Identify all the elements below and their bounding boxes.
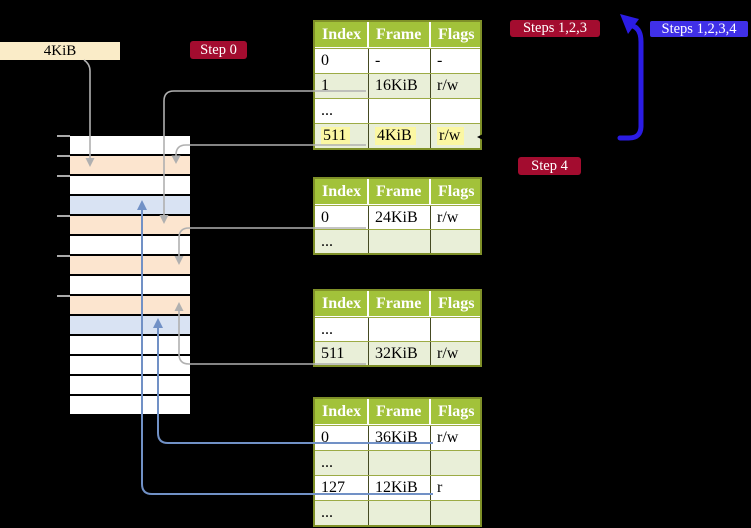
table-cell: r/w	[437, 345, 459, 362]
table-row: ...	[315, 500, 480, 525]
memory-row-free	[70, 336, 190, 356]
recursive-loop-arrow	[617, 23, 644, 141]
recursive-loop-arrowhead	[620, 14, 639, 34]
memory-row-table	[70, 296, 190, 316]
frame-size-label: 4KiB	[0, 42, 120, 60]
step4-badge: Step 4	[518, 157, 581, 175]
table-cell	[431, 451, 480, 475]
memory-row-free	[70, 356, 190, 376]
memory-tick	[57, 215, 70, 217]
table-cell: 511	[315, 342, 369, 365]
table-row: 0--	[315, 48, 480, 73]
table-cell	[369, 501, 431, 525]
table-cell: 24KiB	[369, 206, 431, 229]
table-cell: r/w	[431, 124, 480, 148]
table-cell: -	[369, 49, 431, 73]
table-cell: 0	[315, 426, 369, 450]
table-cell: 12KiB	[369, 476, 431, 500]
steps123-badge: Steps 1,2,3	[510, 20, 600, 37]
table-cell	[369, 230, 431, 253]
step0-badge: Step 0	[190, 41, 247, 59]
memory-tick	[57, 135, 70, 137]
memory-row-free	[70, 176, 190, 196]
steps1234-badge: Steps 1,2,3,4	[650, 21, 748, 37]
column-header: Frame	[369, 291, 431, 316]
table-cell	[369, 451, 431, 475]
memory-row-table	[70, 156, 190, 176]
table-cell: r/w	[437, 209, 459, 226]
highlighted-value: r/w	[437, 127, 465, 145]
table-cell: ...	[315, 451, 369, 475]
column-header: Index	[315, 179, 369, 204]
table-cell: 36KiB	[369, 426, 431, 450]
column-header: Flags	[438, 26, 475, 43]
column-header: Flags	[438, 183, 475, 200]
memory-tick	[57, 295, 70, 297]
memory-row-mapped	[70, 316, 190, 336]
table-cell	[369, 99, 431, 123]
memory-tick	[57, 175, 70, 177]
table-cell: -	[437, 52, 443, 69]
memory-row-table	[70, 256, 190, 276]
table-cell: 0	[315, 206, 369, 229]
table-cell: 1	[315, 74, 369, 98]
table-cell: 511	[315, 124, 369, 148]
table-cell: ...	[315, 230, 369, 253]
table-cell	[431, 318, 480, 341]
table-cell: 127	[315, 476, 369, 500]
table-row: ...	[315, 317, 480, 341]
memory-row-table	[70, 216, 190, 236]
memory-row-free	[70, 236, 190, 256]
column-header: Flags	[438, 295, 475, 312]
highlighted-value: 4KiB	[375, 127, 416, 145]
table-cell: r/w	[437, 429, 459, 446]
table-cell: 0	[315, 49, 369, 73]
column-header: Frame	[369, 399, 431, 424]
column-header: Index	[315, 399, 369, 424]
table-row: ...	[315, 229, 480, 253]
table-cell	[369, 318, 431, 341]
table-cell	[431, 230, 480, 253]
column-header: Index	[315, 291, 369, 316]
table-cell: r	[437, 479, 443, 496]
memory-row-free	[70, 376, 190, 396]
table-row: 511 4KiB r/w	[315, 123, 480, 148]
memory-row-mapped	[70, 196, 190, 216]
memory-row-free	[70, 396, 190, 416]
column-header: Frame	[369, 179, 431, 204]
table-cell: ...	[315, 99, 369, 123]
memory-tick	[57, 255, 70, 257]
highlighted-value: 511	[321, 127, 351, 145]
table-cell: 32KiB	[369, 342, 431, 365]
column-header: Flags	[438, 403, 475, 420]
table-cell	[431, 501, 480, 525]
memory-row-free	[70, 276, 190, 296]
column-header: Frame	[369, 22, 431, 47]
memory-tick	[57, 155, 70, 157]
memory-strip	[70, 136, 190, 416]
memory-row-free	[70, 136, 190, 156]
table-cell: ...	[315, 501, 369, 525]
table-cell: ...	[315, 318, 369, 341]
table-row: ...	[315, 450, 480, 475]
table-cell: 16KiB	[369, 74, 431, 98]
table-row: ...	[315, 98, 480, 123]
column-header: Index	[315, 22, 369, 47]
table-cell	[431, 99, 480, 123]
table-cell: r/w	[437, 77, 459, 94]
table-cell: 4KiB	[369, 124, 431, 148]
